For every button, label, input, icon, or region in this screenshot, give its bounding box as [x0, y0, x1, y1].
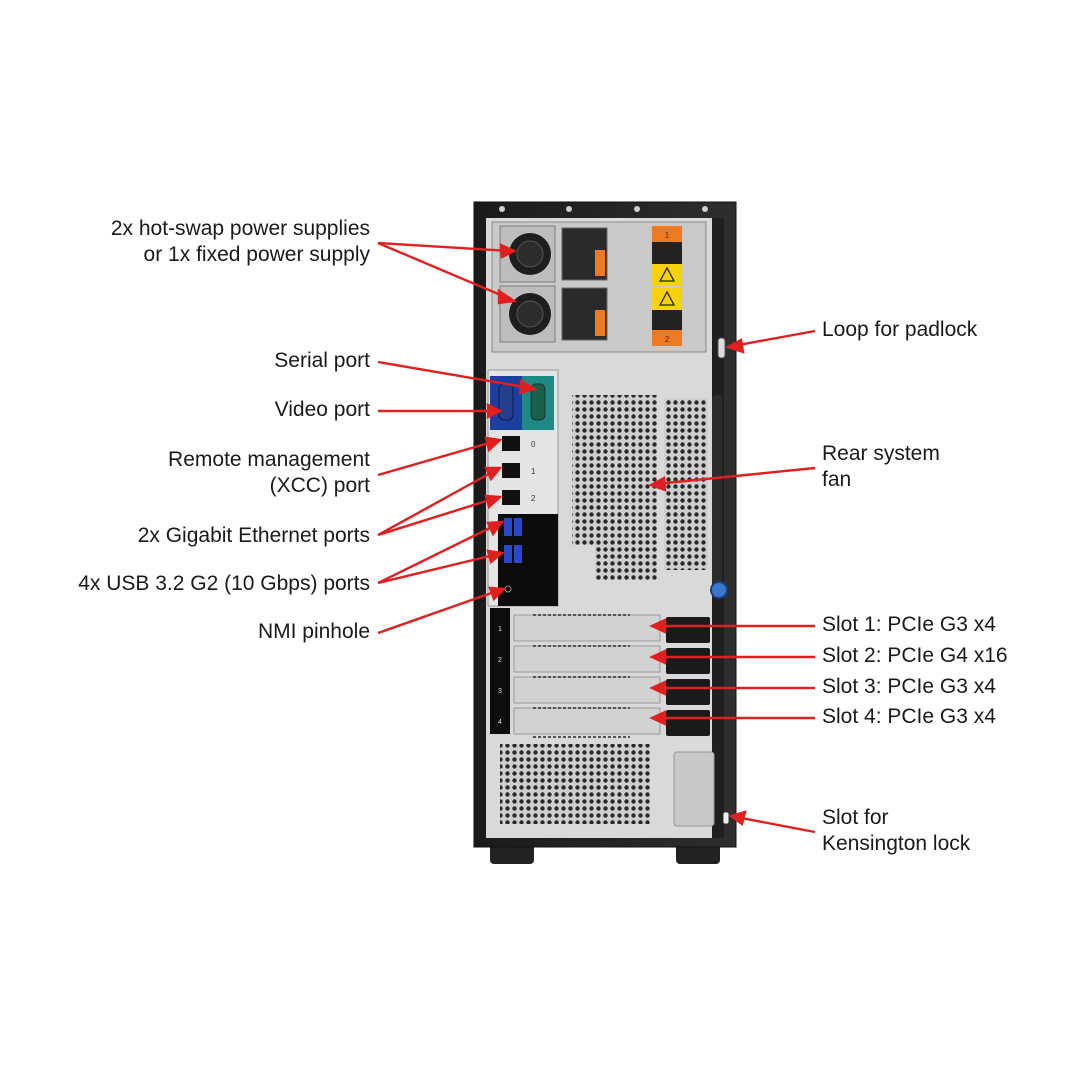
- label-kensington-slot: Slot for Kensington lock: [822, 805, 970, 857]
- label-line: Kensington lock: [822, 832, 971, 855]
- slot-number-1: 1: [498, 626, 502, 633]
- xcc-port: [502, 436, 520, 451]
- pcie-slots: 1 2 3 4: [490, 608, 661, 738]
- label-power-supplies: 2x hot-swap power supplies or 1x fixed p…: [111, 216, 370, 268]
- label-video-port: Video port: [275, 397, 370, 423]
- bottom-vent-grille: [500, 744, 650, 824]
- label-slot-1: Slot 1: PCIe G3 x4: [822, 612, 996, 638]
- label-line: NMI pinhole: [257, 620, 370, 643]
- label-slot-3: Slot 3: PCIe G3 x4: [822, 674, 996, 700]
- label-line: fan: [822, 468, 852, 491]
- serial-port-connector: [530, 383, 546, 421]
- usb-port-3: [504, 545, 512, 563]
- label-line: Rear system: [822, 442, 940, 465]
- kensington-slot: [722, 811, 730, 825]
- label-line: Slot 3: PCIe G3 x4: [822, 675, 996, 698]
- slot-number-3: 3: [498, 688, 502, 695]
- release-button: [710, 581, 728, 599]
- video-port-connector: [498, 383, 514, 421]
- label-serial-port: Serial port: [274, 348, 370, 374]
- label-nmi-pinhole: NMI pinhole: [258, 619, 370, 645]
- pcie-slot-1: [513, 614, 661, 642]
- label-line: Slot 2: PCIe G4 x16: [822, 644, 1008, 667]
- svg-text:1: 1: [531, 467, 536, 476]
- label-line: Video port: [274, 398, 370, 421]
- side-handle: [712, 395, 722, 595]
- label-line: Slot 1: PCIe G3 x4: [822, 613, 996, 636]
- nic-ports: 0 1 2: [502, 436, 536, 505]
- slot-number-4: 4: [498, 719, 502, 726]
- svg-text:2: 2: [531, 494, 536, 503]
- label-line: Slot 4: PCIe G3 x4: [822, 705, 996, 728]
- callout-arrows: [377, 241, 816, 834]
- label-padlock-loop: Loop for padlock: [822, 317, 977, 343]
- psu-2: [499, 285, 608, 343]
- top-screws: [499, 206, 708, 212]
- psu-warning-labels: 1 2: [652, 226, 682, 346]
- slot-number-2: 2: [498, 657, 502, 664]
- rear-fan-grille-right: [664, 398, 708, 570]
- label-line: Slot for: [822, 806, 889, 829]
- pcie-slot-4: [513, 707, 661, 735]
- psu-bay-label-2: 2: [665, 335, 670, 344]
- psu-1: [499, 225, 608, 283]
- label-slot-4: Slot 4: PCIe G3 x4: [822, 704, 996, 730]
- usb-port-2: [514, 518, 522, 536]
- label-line: Loop for padlock: [822, 318, 978, 341]
- bottom-cover-plate: [673, 751, 715, 827]
- label-line: or 1x fixed power supply: [143, 243, 370, 266]
- ethernet-port-2: [502, 490, 520, 505]
- usb-ports: [504, 518, 522, 563]
- label-line: Remote management: [168, 448, 370, 471]
- label-rear-fan: Rear system fan: [822, 441, 940, 493]
- label-line: Serial port: [274, 349, 370, 372]
- label-line: 2x Gigabit Ethernet ports: [137, 524, 370, 547]
- label-xcc-port: Remote management (XCC) port: [168, 447, 370, 499]
- pcie-slot-2: [513, 645, 661, 673]
- rear-fan-grille: [572, 395, 657, 580]
- usb-port-1: [504, 518, 512, 536]
- usb-port-4: [514, 545, 522, 563]
- pcie-latches: [666, 617, 710, 736]
- padlock-loop: [717, 337, 726, 359]
- label-gigabit-ethernet: 2x Gigabit Ethernet ports: [138, 523, 370, 549]
- pcie-slot-3: [513, 676, 661, 704]
- ethernet-port-1: [502, 463, 520, 478]
- label-slot-2: Slot 2: PCIe G4 x16: [822, 643, 1008, 669]
- label-line: (XCC) port: [269, 474, 370, 497]
- psu-bay-label-1: 1: [665, 231, 670, 240]
- svg-text:0: 0: [531, 440, 536, 449]
- label-usb-ports: 4x USB 3.2 G2 (10 Gbps) ports: [78, 571, 370, 597]
- label-line: 4x USB 3.2 G2 (10 Gbps) ports: [78, 572, 370, 595]
- label-line: 2x hot-swap power supplies: [110, 217, 370, 240]
